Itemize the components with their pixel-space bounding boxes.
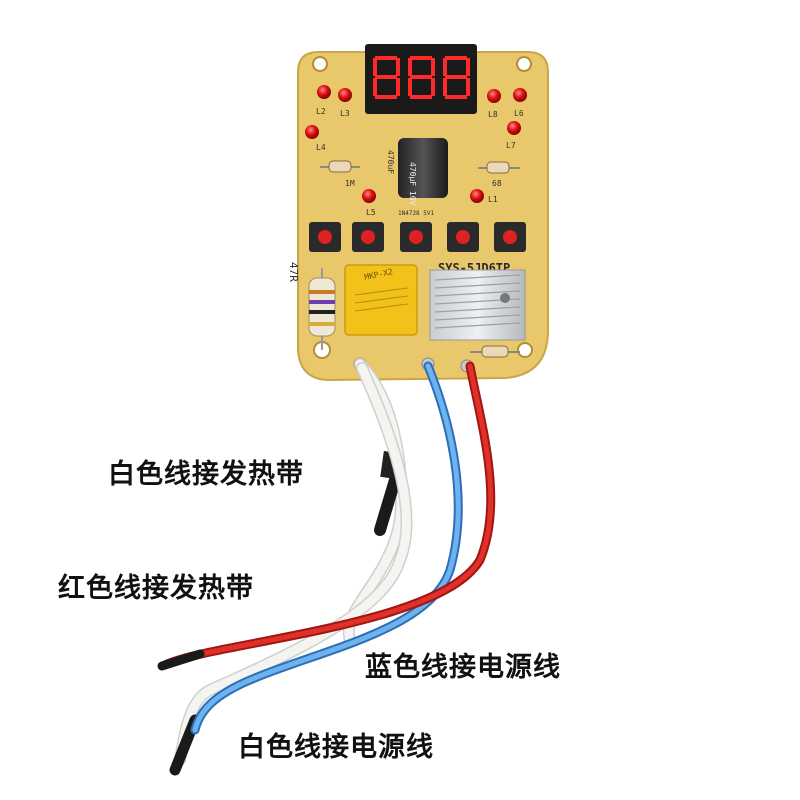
led-l5 bbox=[362, 189, 376, 203]
button-2 bbox=[352, 222, 384, 252]
diode-label: 1N4728 5V1 bbox=[398, 210, 435, 217]
svg-text:L1: L1 bbox=[488, 195, 498, 204]
svg-text:L7: L7 bbox=[506, 141, 516, 150]
led-l4 bbox=[305, 125, 319, 139]
button-1 bbox=[309, 222, 341, 252]
resistor-1m: 1M bbox=[320, 160, 360, 188]
led-l2 bbox=[317, 85, 331, 99]
svg-text:L8: L8 bbox=[488, 110, 498, 119]
button-5 bbox=[494, 222, 526, 252]
heat-sink bbox=[429, 269, 526, 341]
led-l8 bbox=[487, 89, 501, 103]
svg-text:L3: L3 bbox=[340, 109, 350, 118]
resistor-small bbox=[470, 345, 520, 358]
electrolytic-capacitor: 470μF 16V 470uF bbox=[386, 138, 448, 206]
led-indicators bbox=[305, 85, 527, 203]
label-red-wire-heater: 红色线接发热带 bbox=[58, 573, 254, 604]
resistor-47r: 47R bbox=[287, 262, 336, 350]
svg-text:470μF 16V: 470μF 16V bbox=[408, 162, 417, 206]
wire-red-heater bbox=[157, 361, 496, 671]
label-white-wire-power: 白色线接电源线 bbox=[238, 732, 434, 763]
svg-text:1M: 1M bbox=[345, 179, 355, 188]
tactile-buttons bbox=[309, 222, 526, 252]
seven-segment-display bbox=[365, 44, 477, 114]
led-l3 bbox=[338, 88, 352, 102]
label-blue-wire-power: 蓝色线接电源线 bbox=[365, 652, 561, 683]
led-l6 bbox=[513, 88, 527, 102]
button-3 bbox=[400, 222, 432, 252]
svg-text:L2: L2 bbox=[316, 107, 326, 116]
svg-text:L4: L4 bbox=[316, 143, 326, 152]
led-l1 bbox=[470, 189, 484, 203]
label-white-wire-heater: 白色线接发热带 bbox=[108, 459, 304, 490]
wire-blue-power bbox=[190, 361, 463, 735]
button-4 bbox=[447, 222, 479, 252]
x2-capacitor: MKP-X2 bbox=[344, 264, 418, 336]
svg-text:68: 68 bbox=[492, 179, 502, 188]
svg-text:47R: 47R bbox=[287, 262, 300, 282]
led-labels: L2 L3 L4 L5 L1 L6 L7 L8 bbox=[316, 107, 524, 217]
svg-text:470uF: 470uF bbox=[386, 150, 395, 174]
resistor-68: 68 bbox=[478, 161, 520, 188]
svg-text:L5: L5 bbox=[366, 208, 376, 217]
led-l7 bbox=[507, 121, 521, 135]
svg-text:L6: L6 bbox=[514, 109, 524, 118]
